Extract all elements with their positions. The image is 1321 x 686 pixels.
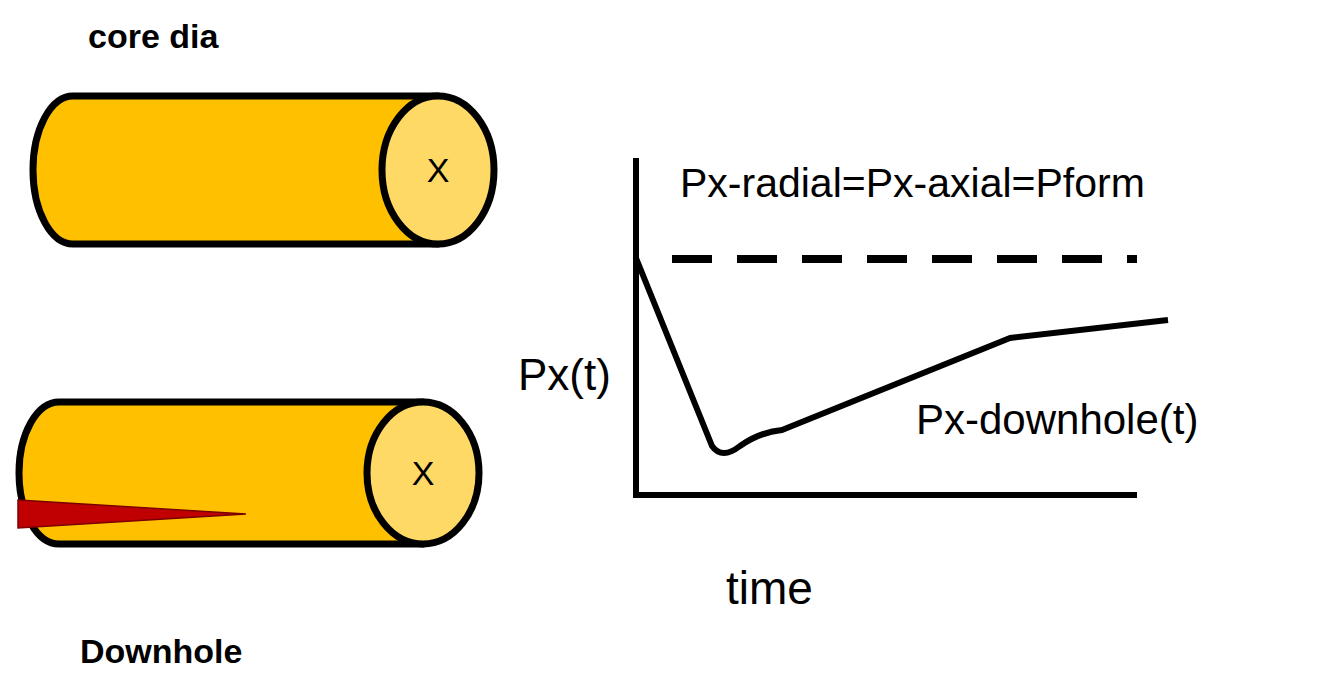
- cylinder-core: core diaX: [28, 92, 498, 248]
- sample-heading: core dia: [88, 17, 218, 56]
- axis-label: time: [726, 562, 813, 615]
- formation-pressure-label: Px-radial=Px-axial=Pform: [680, 160, 1145, 207]
- axis-label: Px(t): [518, 350, 611, 401]
- point-marker: X: [427, 151, 450, 190]
- formation-pressure-line: [672, 255, 1137, 263]
- cylinder-body: [33, 96, 438, 244]
- curve-label: Px-downhole(t): [916, 396, 1198, 444]
- cylinder-end-face: [382, 96, 494, 244]
- point-marker: X: [412, 454, 435, 493]
- cylinder-core: XDownhole: [14, 398, 482, 548]
- cylinder-end-face: [367, 402, 479, 544]
- y-axis: [633, 158, 639, 498]
- fracture-wedge: [18, 500, 246, 528]
- x-axis: [633, 492, 1137, 498]
- cylinder-body: [19, 402, 423, 544]
- sample-heading: Downhole: [80, 632, 242, 671]
